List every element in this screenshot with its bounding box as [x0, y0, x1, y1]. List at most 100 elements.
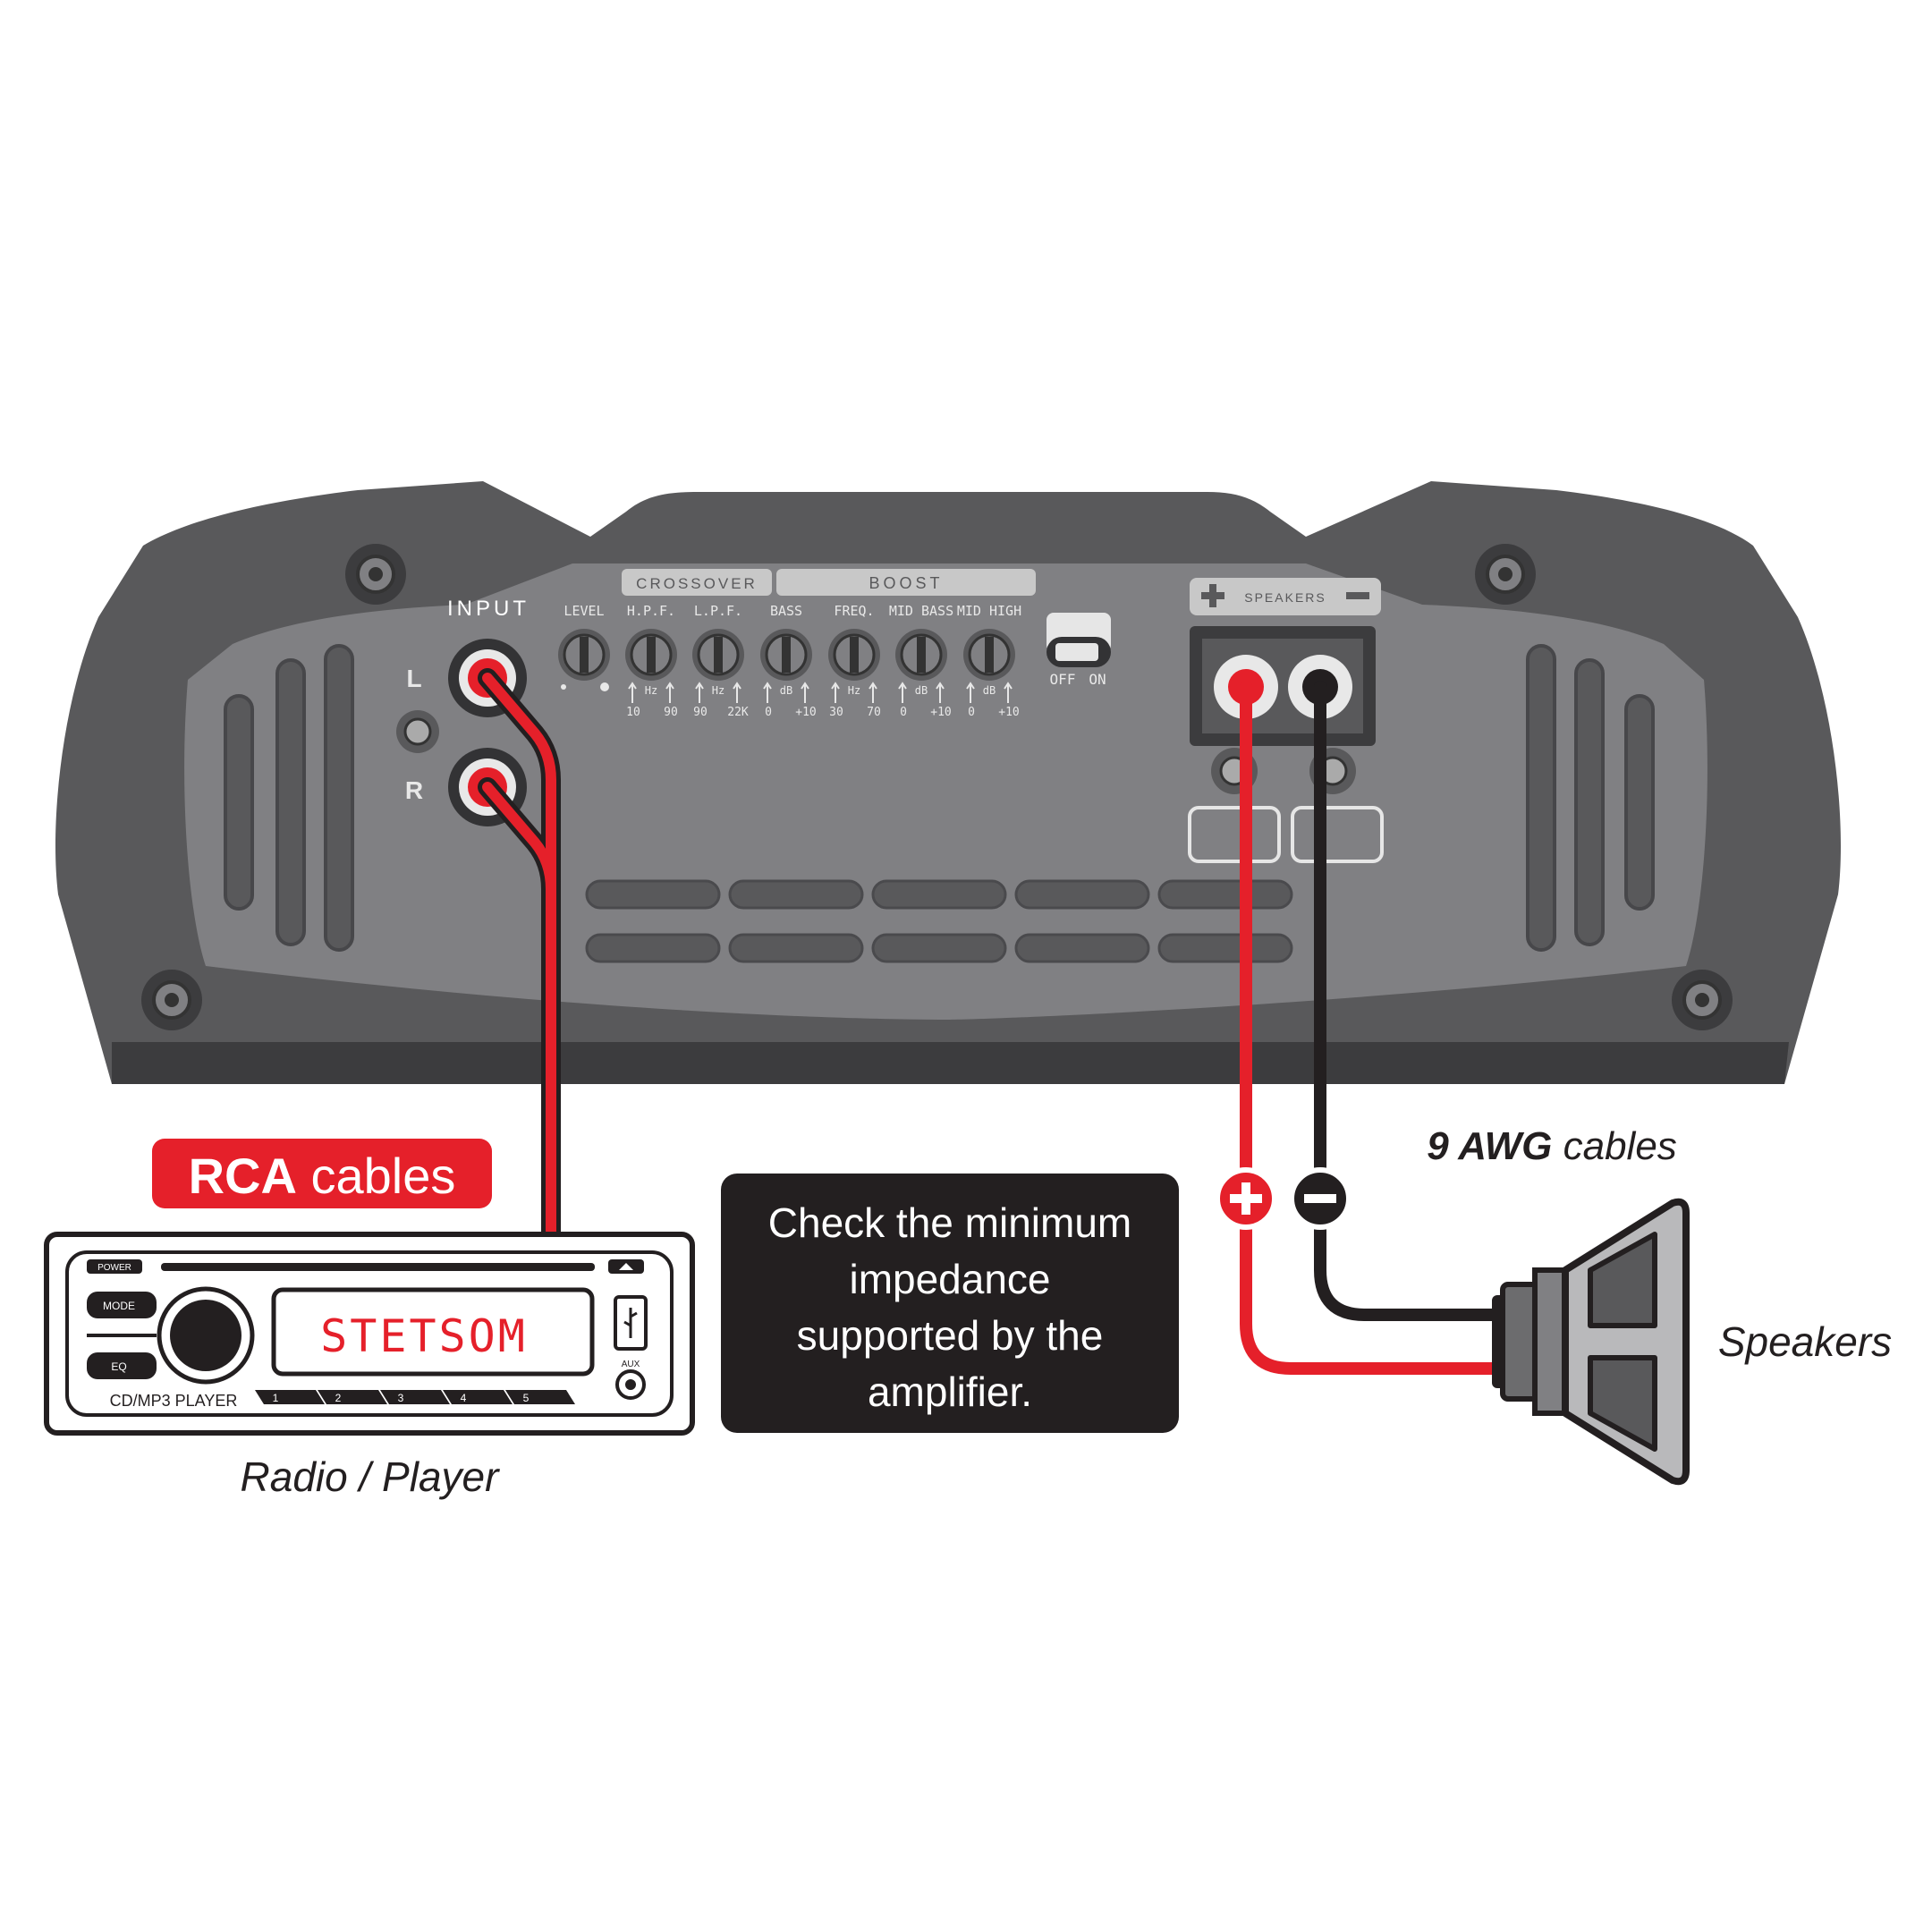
preset-label: 5 — [523, 1392, 530, 1404]
level-dot — [600, 682, 609, 691]
switch-off-label: OFF — [1050, 671, 1076, 688]
awg-bold-text: 9 AWG — [1427, 1124, 1552, 1168]
minus-marker-icon — [1289, 1167, 1352, 1230]
range-arrow-icon — [695, 682, 704, 703]
knob-unit: dB — [915, 684, 928, 697]
aux-jack[interactable] — [615, 1369, 646, 1400]
knob-6[interactable] — [895, 629, 947, 681]
knob-min: 10 — [626, 706, 640, 719]
screw-icon — [345, 544, 406, 605]
rca-cables — [478, 668, 561, 1244]
screw-icon — [1672, 970, 1733, 1030]
knob-max: 22K — [727, 706, 749, 719]
rca-bold-text: RCA — [189, 1148, 297, 1204]
plus-marker-icon — [1215, 1167, 1277, 1230]
level-dot — [561, 684, 566, 690]
knob-3[interactable] — [692, 629, 744, 681]
minus-icon — [1346, 592, 1369, 599]
center-vent-slots — [585, 879, 1293, 963]
knob-max: +10 — [930, 706, 951, 719]
knob-label: H.P.F. — [627, 603, 675, 619]
awg-rest-text: cables — [1552, 1124, 1676, 1168]
knob-min: 0 — [765, 706, 772, 719]
mode-button[interactable] — [87, 1292, 157, 1318]
range-arrow-icon — [831, 682, 840, 703]
knob-1[interactable] — [558, 629, 610, 681]
switch-handle — [1055, 643, 1098, 661]
knob-max: +10 — [998, 706, 1019, 719]
volume-knob[interactable] — [157, 1286, 255, 1385]
aux-label: AUX — [622, 1360, 640, 1369]
channel-left-label: L — [406, 665, 421, 692]
display-screen — [271, 1287, 595, 1377]
knob-unit: Hz — [712, 684, 724, 697]
polarity-marks — [1188, 806, 1384, 863]
knob-label: FREQ. — [834, 603, 874, 619]
speaker-cone — [1562, 1198, 1690, 1486]
usb-icon — [623, 1308, 638, 1338]
knob-4[interactable] — [760, 629, 812, 681]
preset-label: 3 — [398, 1392, 404, 1404]
boost-header: BOOST — [869, 574, 943, 592]
knob-label: LEVEL — [564, 603, 604, 619]
preset-button[interactable] — [443, 1390, 513, 1404]
knob-5[interactable] — [828, 629, 880, 681]
eq-label: EQ — [111, 1360, 126, 1373]
rca-cables-badge: RCA cables — [152, 1139, 492, 1208]
knob-label: MID BASS — [889, 603, 953, 619]
screw-icon — [1475, 544, 1536, 605]
knob-max: 90 — [664, 706, 678, 719]
switch-on-label: ON — [1089, 671, 1106, 688]
left-vent-slots — [224, 644, 354, 952]
crossover-header-box — [622, 569, 772, 596]
power-button[interactable] — [87, 1259, 142, 1274]
knob-label: MID HIGH — [957, 603, 1021, 619]
eq-button[interactable] — [87, 1352, 157, 1379]
knob-7[interactable] — [963, 629, 1015, 681]
preset-button[interactable] — [255, 1390, 325, 1404]
boost-header-box — [776, 569, 1036, 596]
range-arrow-icon — [665, 682, 674, 703]
knob-unit: dB — [780, 684, 792, 697]
range-arrow-icon — [628, 682, 637, 703]
range-arrow-icon — [1004, 682, 1013, 703]
range-arrow-icon — [763, 682, 772, 703]
speaker-cables — [1215, 681, 1518, 1375]
knob-max: 70 — [867, 706, 881, 719]
head-unit: POWER MODE EQ STETSOM AUX CD/MP3 PLAYER … — [44, 1232, 695, 1436]
ground-screw-icon — [396, 710, 439, 753]
preset-button[interactable] — [380, 1390, 450, 1404]
rca-cables-label: RCA cables — [189, 1148, 456, 1204]
plus-icon — [1201, 584, 1224, 607]
rca-cable-left — [482, 673, 556, 1240]
preset-label: 4 — [461, 1392, 467, 1404]
knob-unit: dB — [983, 684, 996, 697]
input-label: INPUT — [447, 597, 530, 621]
display-text: STETSOM — [320, 1310, 528, 1362]
note-line-4: amplifier. — [868, 1368, 1032, 1415]
preset-label: 2 — [335, 1392, 342, 1404]
eject-icon — [619, 1263, 633, 1270]
preset-button[interactable] — [318, 1390, 387, 1404]
radio-player-caption: Radio / Player — [241, 1453, 501, 1500]
speakers-terminal-label: SPEAKERS — [1244, 590, 1326, 605]
mode-label: MODE — [103, 1300, 135, 1312]
range-arrow-icon — [801, 682, 809, 703]
positive-speaker-cable — [1240, 681, 1518, 1375]
negative-speaker-cable — [1314, 681, 1518, 1321]
amplifier-base-lip — [112, 1042, 1789, 1084]
range-arrow-icon — [869, 682, 877, 703]
crossover-header: CROSSOVER — [636, 575, 758, 592]
rca-rest-text: cables — [297, 1148, 455, 1204]
speaker-icon — [1492, 1198, 1690, 1486]
range-arrow-icon — [733, 682, 741, 703]
range-arrow-icon — [936, 682, 945, 703]
model-label: CD/MP3 PLAYER — [110, 1392, 238, 1410]
knob-label: L.P.F. — [694, 603, 742, 619]
right-vent-slots — [1526, 644, 1655, 952]
knob-2[interactable] — [625, 629, 677, 681]
preset-button[interactable] — [505, 1390, 575, 1404]
